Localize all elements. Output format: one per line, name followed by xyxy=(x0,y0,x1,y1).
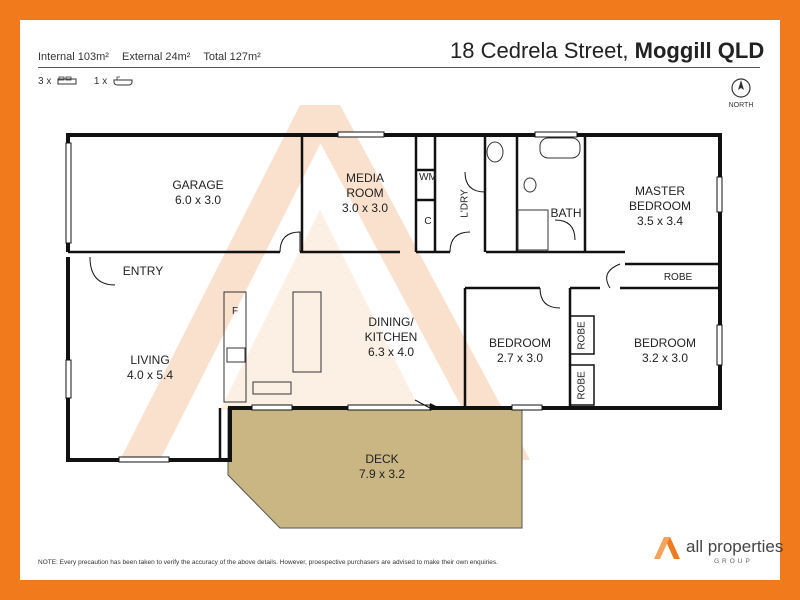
master-dims: 3.5 x 3.4 xyxy=(636,214,684,228)
robe-partitions xyxy=(569,315,595,406)
master-robe-label: ROBE xyxy=(663,272,693,283)
entry-label: ENTRY xyxy=(122,264,164,278)
master-name-1: MASTER xyxy=(634,184,685,198)
deck-name: DECK xyxy=(365,452,399,466)
garage-label: GARAGE 6.0 x 3.0 xyxy=(148,178,248,208)
media-dims: 3.0 x 3.0 xyxy=(341,201,389,215)
bedroom-3-label: BEDROOM 3.2 x 3.0 xyxy=(615,336,715,366)
external-area: External 24m² xyxy=(122,51,191,63)
bath-count: 1 x xyxy=(93,76,108,87)
wm-label: WM xyxy=(419,172,437,183)
bath-icon xyxy=(113,76,133,86)
bedroom-2-label: BEDROOM 2.7 x 3.0 xyxy=(475,336,565,366)
media-name-2: ROOM xyxy=(346,186,384,200)
laundry-label: L'DRY xyxy=(459,189,471,218)
media-room-label: MEDIA ROOM 3.0 x 3.0 xyxy=(320,171,410,216)
bedroom-3-dims: 3.2 x 3.0 xyxy=(641,351,689,365)
watermark-logo xyxy=(120,105,530,460)
disclaimer-note: NOTE: Every precaution has been taken to… xyxy=(38,559,498,566)
company-logo-icon xyxy=(654,537,680,559)
garage-dims: 6.0 x 3.0 xyxy=(174,193,222,207)
north-compass-icon xyxy=(731,78,751,98)
bed-icon xyxy=(57,76,77,85)
garage-name: GARAGE xyxy=(172,178,224,192)
media-name-1: MEDIA xyxy=(345,171,384,185)
living-dims: 4.0 x 5.4 xyxy=(126,368,174,382)
bed-bath-summary: 3 x 1 x xyxy=(38,76,133,87)
door-swings xyxy=(89,171,621,409)
interior-walls xyxy=(68,135,720,460)
dining-name-1: DINING/ xyxy=(368,315,414,329)
internal-area: Internal 103m² xyxy=(38,51,109,63)
bedroom-3-name: BEDROOM xyxy=(633,336,696,350)
living-name: LIVING xyxy=(130,353,170,367)
robe-2-label: ROBE xyxy=(576,321,588,350)
fridge-label: F xyxy=(231,306,239,317)
door-arrow-icon xyxy=(430,403,438,411)
logo-main: all properties xyxy=(686,537,784,556)
suburb: Moggill QLD xyxy=(634,38,765,63)
area-stats: Internal 103m² External 24m² Total 127m² xyxy=(38,51,271,63)
property-address: 18 Cedrela Street, Moggill QLD xyxy=(450,38,764,64)
master-name-2: BEDROOM xyxy=(628,199,691,213)
windows xyxy=(65,131,723,463)
fixtures xyxy=(223,137,581,403)
bath-label: BATH xyxy=(550,206,582,220)
plan-drawing xyxy=(65,78,751,529)
robe-3-label: ROBE xyxy=(576,371,588,400)
logo-sub: GROUP xyxy=(714,558,753,565)
header-divider xyxy=(38,67,760,68)
bedroom-2-name: BEDROOM xyxy=(488,336,551,350)
north-label: NORTH xyxy=(728,102,754,109)
dining-name-2: KITCHEN xyxy=(364,330,418,344)
street-address: 18 Cedrela Street, xyxy=(450,38,629,63)
deck-label: DECK 7.9 x 3.2 xyxy=(342,452,422,482)
cupboard-label: C xyxy=(424,216,432,227)
dining-kitchen-label: DINING/ KITCHEN 6.3 x 4.0 xyxy=(346,315,436,360)
floor-plan-sheet: Internal 103m² External 24m² Total 127m²… xyxy=(20,20,784,580)
bed-count: 3 x xyxy=(38,76,52,87)
living-label: LIVING 4.0 x 5.4 xyxy=(110,353,190,383)
dining-dims: 6.3 x 4.0 xyxy=(367,345,415,359)
total-area: Total 127m² xyxy=(203,51,261,63)
master-bedroom-label: MASTER BEDROOM 3.5 x 3.4 xyxy=(610,184,710,229)
deck-dims: 7.9 x 3.2 xyxy=(358,467,406,481)
bedroom-2-dims: 2.7 x 3.0 xyxy=(496,351,544,365)
